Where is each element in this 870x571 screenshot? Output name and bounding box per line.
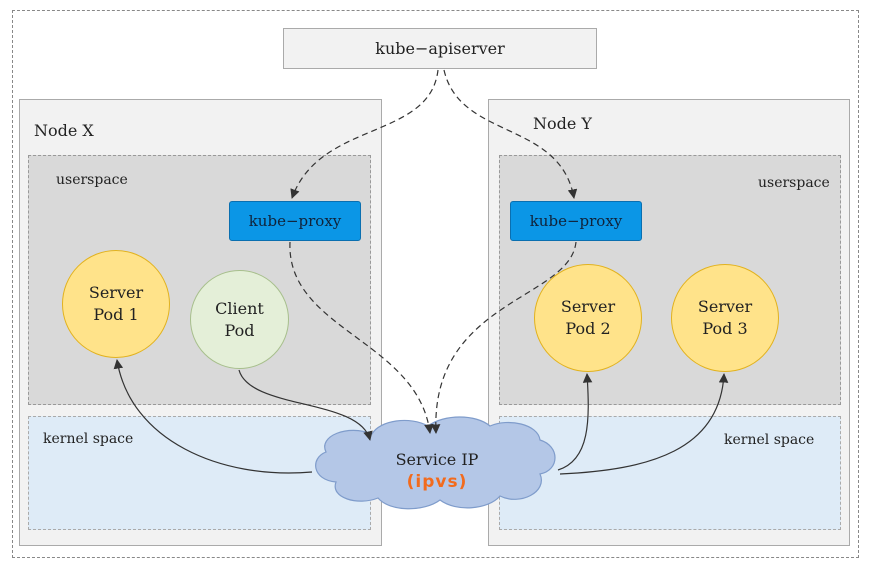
arrow-service-to-pod-1: [113, 359, 313, 474]
arrow-apiserver-to-proxy-y: [443, 69, 578, 199]
kube-apiserver-label: kube−apiserver: [375, 39, 505, 58]
arrow-proxy-x-to-service: [289, 241, 434, 434]
node-y-kube-proxy-label: kube−proxy: [529, 212, 623, 230]
node-x-kube-proxy: kube−proxy: [229, 201, 361, 241]
server-pod-3-line2: Pod 3: [702, 319, 748, 338]
server-pod-1-line1: Server: [88, 283, 144, 303]
server-pod-2-line2: Pod 2: [565, 319, 611, 338]
client-pod-line2: Pod: [224, 320, 255, 340]
node-x-kernel-space-label: kernel space: [43, 431, 134, 447]
kube-apiserver-box: kube−apiserver: [283, 28, 597, 69]
node-y-title: Node Y: [533, 114, 592, 133]
arrow-service-to-pod-2: [557, 373, 593, 471]
node-x-title: Node X: [34, 121, 94, 140]
arrow-service-to-pod-3: [559, 373, 729, 475]
client-pod: Client Pod: [190, 270, 289, 369]
client-pod-line1: Client: [215, 298, 264, 318]
cluster-frame: [12, 10, 859, 558]
server-pod-1: Server Pod 1: [62, 250, 170, 358]
node-y-userspace-label: userspace: [758, 175, 830, 191]
node-y-kernel-space: [499, 416, 841, 530]
server-pod-1-line2: Pod 1: [93, 305, 139, 324]
arrow-apiserver-to-proxy-x: [290, 69, 439, 199]
arrow-proxy-y-to-service: [430, 241, 577, 434]
server-pod-2: Server Pod 2: [534, 264, 642, 372]
node-x-kube-proxy-label: kube−proxy: [248, 212, 342, 230]
server-pod-2-line1: Server: [560, 297, 616, 317]
service-ipvs-label: (ipvs): [406, 472, 468, 492]
server-pod-3-line1: Server: [697, 297, 753, 317]
service-ip-cloud: [315, 416, 556, 510]
arrow-client-to-service: [238, 369, 373, 441]
node-x-userspace-label: userspace: [56, 172, 128, 188]
node-y-kube-proxy: kube−proxy: [510, 201, 642, 241]
node-y-kernel-space-label: kernel space: [724, 432, 815, 448]
server-pod-3: Server Pod 3: [671, 264, 779, 372]
service-ip-label: Service IP: [395, 450, 479, 469]
